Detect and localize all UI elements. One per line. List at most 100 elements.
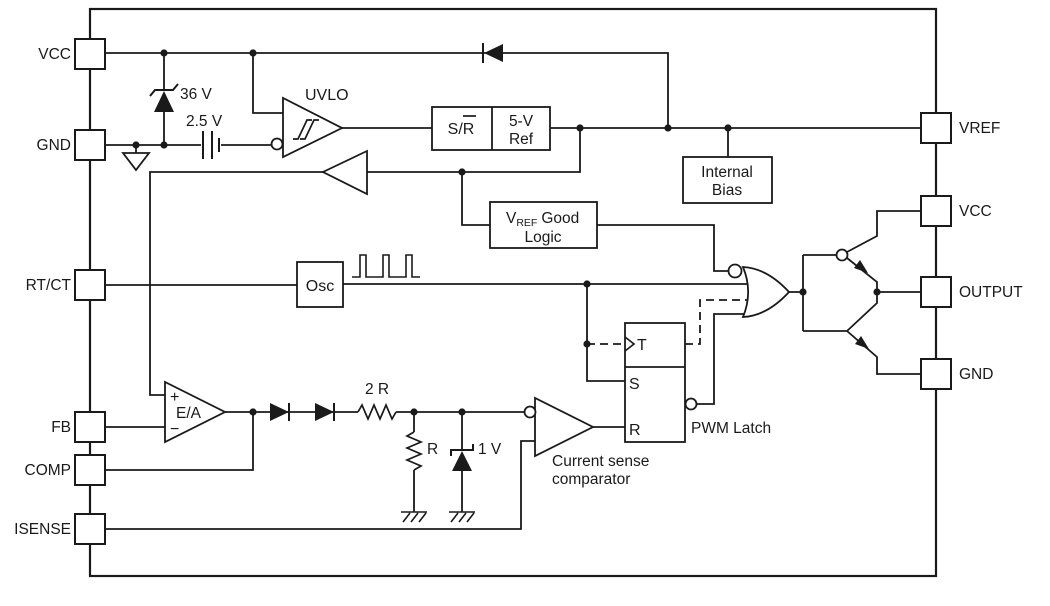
pin-box-gnd-right: [920, 358, 952, 390]
sr-5vref-block: [431, 106, 551, 151]
wire-buffer-out: [149, 171, 323, 396]
current-sense-comparator-icon: [534, 396, 596, 458]
diode2-icon: [315, 403, 334, 421]
ref5v-label-2: Ref: [509, 131, 534, 148]
vref-good-label-2: Logic: [524, 229, 561, 246]
upper-transistor-base-bubble: [835, 248, 849, 262]
pin-label-vref: VREF: [959, 120, 1000, 137]
wire-latch-t-out-dashed: [685, 299, 748, 345]
pin-box-vcc-right: [920, 195, 952, 227]
ground-triangle-icon: [121, 152, 151, 172]
pwm-latch-caption: PWM Latch: [691, 420, 771, 437]
pin-label-vcc-left: VCC: [38, 46, 71, 63]
pin-box-fb: [74, 411, 106, 443]
comparator-caption-2: comparator: [552, 471, 630, 488]
pin-label-comp: COMP: [25, 462, 72, 479]
ground-hatched-1: [401, 511, 427, 523]
internal-bias-label-1: Internal: [701, 164, 753, 181]
wire-vrefgood-out: [597, 224, 729, 272]
zener36-cathode-bar: [149, 83, 179, 97]
uvlo-label: UVLO: [305, 87, 349, 104]
zener1-cathode-bar: [450, 444, 474, 456]
osc-block: [296, 261, 344, 308]
npn-arrow-upper-icon: [854, 260, 868, 273]
ref5v-label-1: 5-V: [509, 113, 534, 130]
vref-good-logic-block: [489, 201, 598, 249]
resistor-r: [404, 431, 424, 471]
pin-label-rtct: RT/CT: [26, 277, 72, 294]
latch-s-label: S: [629, 376, 640, 393]
blocks: [121, 96, 791, 458]
uvlo-comparator-icon: [282, 96, 345, 159]
junction-dots: [132, 49, 881, 416]
error-amp-icon: [164, 380, 228, 444]
or-gate-icon: [741, 266, 791, 318]
ref-voltage-value: 2.5 V: [186, 113, 223, 130]
comparator-input-bubble: [523, 405, 537, 419]
hysteresis-icon: [293, 119, 319, 140]
glyphs: [293, 115, 636, 352]
wire-vcc-rail: [105, 52, 669, 128]
pin-box-isense: [74, 513, 106, 545]
pin-box-rtct: [74, 269, 106, 301]
latch-r-label: R: [629, 422, 641, 439]
clock-wedge-icon: [624, 336, 636, 352]
internal-bias-block: [682, 156, 773, 204]
pin-label-gnd-right: GND: [959, 366, 993, 383]
buffer-icon: [320, 149, 368, 196]
battery-symbol: [202, 131, 220, 159]
wire-isense: [105, 440, 535, 530]
resistor-r-value: R: [427, 441, 438, 458]
wire-latch-s: [586, 284, 625, 382]
bubbles: [270, 137, 849, 419]
wire-lower-transistor: [803, 292, 921, 375]
clock-pulses-icon: [352, 254, 420, 278]
zener1-value: 1 V: [478, 441, 502, 458]
pin-label-vcc-right: VCC: [959, 203, 992, 220]
zener-1v-icon: [452, 451, 472, 471]
pin-label-fb: FB: [51, 419, 71, 436]
wire-vrefgood-in: [461, 172, 490, 226]
pin-boxes: [74, 38, 952, 545]
pin-box-vcc-left: [74, 38, 106, 70]
pin-label-output: OUTPUT: [959, 284, 1023, 301]
bootstrap-diode-icon: [484, 44, 503, 62]
pin-label-isense: ISENSE: [14, 521, 71, 538]
pwm-latch-block: [624, 322, 686, 443]
wire-comp: [105, 412, 254, 471]
wire-latch-out: [696, 313, 748, 405]
wire-buffer-feed: [367, 128, 581, 173]
or-gate-input-bubble: [727, 263, 743, 279]
wire-upper-transistor: [803, 210, 921, 292]
comparator-caption-1: Current sense: [552, 453, 649, 470]
latch-output-bubble: [684, 397, 698, 411]
pin-box-gnd-left: [74, 129, 106, 161]
ea-minus-label: −: [170, 421, 179, 438]
chip-boundary: [88, 7, 938, 578]
diode1-icon: [270, 403, 289, 421]
pin-labels: VCC GND RT/CT FB COMP ISENSE VREF VCC OU…: [14, 46, 1023, 538]
wires: [105, 43, 921, 530]
ground-hatched-2: [449, 511, 475, 523]
uvlo-input-bubble: [270, 137, 284, 151]
ea-label: E/A: [176, 405, 202, 422]
resistor-2r: [357, 402, 397, 422]
npn-arrow-lower-icon: [855, 336, 869, 349]
zener-36v-icon: [154, 91, 174, 112]
resistor-2r-value: 2 R: [365, 381, 389, 398]
pin-label-gnd-left: GND: [37, 137, 71, 154]
osc-label: Osc: [306, 278, 334, 295]
sr-label: S/R: [448, 121, 475, 138]
wire-uvlo-top-input: [252, 53, 283, 114]
pin-box-comp: [74, 454, 106, 486]
filled-symbols: [154, 44, 869, 471]
pin-box-output: [920, 276, 952, 308]
pin-box-vref: [920, 112, 952, 144]
internal-bias-label-2: Bias: [712, 182, 742, 199]
zener36-value: 36 V: [180, 86, 213, 103]
ea-plus-label: +: [170, 389, 179, 406]
